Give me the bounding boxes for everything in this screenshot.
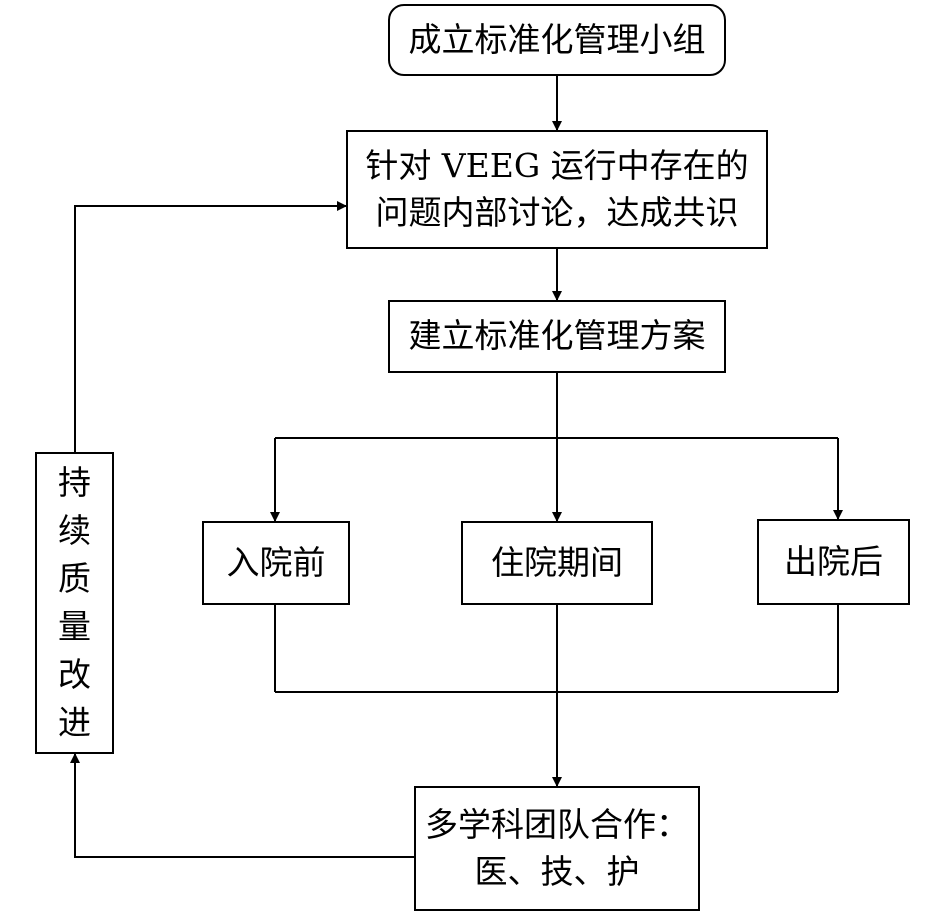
node-form-group: 成立标准化管理小组: [388, 4, 726, 76]
node-discuss-label: 针对 VEEG 运行中存在的 问题内部讨论，达成共识: [365, 146, 749, 232]
node-continuous-improvement-label: 持续质量改进: [57, 463, 91, 742]
node-after-discharge-label: 出院后: [784, 541, 883, 581]
node-plan-label: 建立标准化管理方案: [408, 316, 706, 356]
node-plan: 建立标准化管理方案: [388, 300, 726, 373]
node-discuss: 针对 VEEG 运行中存在的 问题内部讨论，达成共识: [346, 130, 768, 249]
node-team-label: 多学科团队合作： 医、技、护: [425, 805, 689, 891]
node-before-admission: 入院前: [202, 521, 350, 605]
arrow-team-to-improve: [70, 753, 414, 858]
node-form-group-label: 成立标准化管理小组: [408, 19, 706, 59]
node-during-stay: 住院期间: [461, 521, 653, 605]
node-during-stay-label: 住院期间: [491, 542, 623, 582]
arrow-improve-to-discuss: [74, 201, 347, 452]
node-team: 多学科团队合作： 医、技、护: [414, 786, 700, 911]
node-after-discharge: 出院后: [757, 519, 910, 605]
node-before-admission-label: 入院前: [226, 542, 326, 582]
node-continuous-improvement: 持续质量改进: [35, 452, 114, 754]
